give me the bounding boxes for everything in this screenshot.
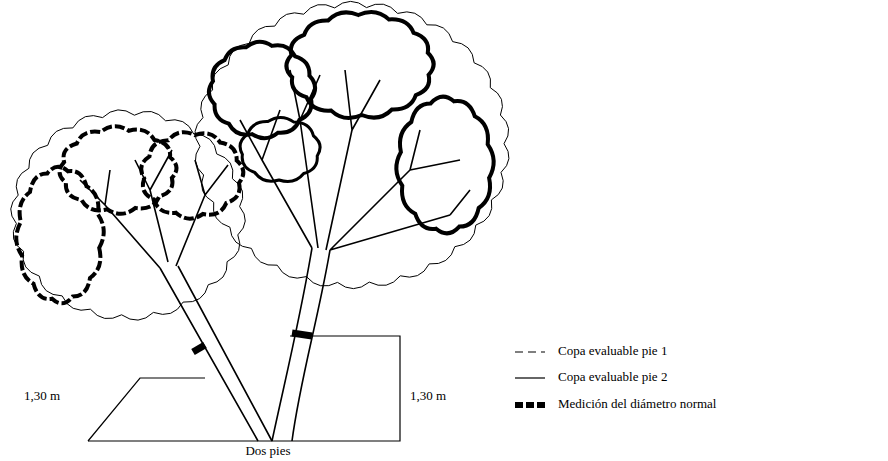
left-plane <box>88 378 205 441</box>
legend-text: Copa evaluable pie 2 <box>556 370 669 385</box>
right-plane <box>268 336 400 441</box>
crown-1-part <box>60 126 177 213</box>
height-label: 1,30 m <box>408 389 448 404</box>
stem-1 <box>160 266 272 441</box>
crown-1-part <box>16 167 103 304</box>
diameter-marks <box>193 333 312 352</box>
legend-sample <box>515 351 545 352</box>
crown-1-branches <box>80 150 228 268</box>
crowns <box>11 1 509 320</box>
crown-1-part <box>141 132 243 218</box>
legend-sample <box>515 377 545 378</box>
legend-text: Copa evaluable pie 1 <box>556 344 669 359</box>
caption: Dos pies <box>243 444 292 459</box>
diameter-mark-2 <box>292 333 312 336</box>
diameter-mark-1 <box>193 345 205 352</box>
branches <box>80 70 470 441</box>
crown-2-branches <box>240 70 470 250</box>
height-label: 1,30 m <box>22 389 62 404</box>
legend-sample <box>515 402 545 408</box>
crown-2-outer-right <box>195 1 509 288</box>
crown-2-outer-left <box>11 110 246 320</box>
stem-2 <box>272 248 330 441</box>
legend-text: Medición del diámetro normal <box>556 397 718 412</box>
legend-samples <box>515 352 545 405</box>
ground-line <box>88 440 268 441</box>
